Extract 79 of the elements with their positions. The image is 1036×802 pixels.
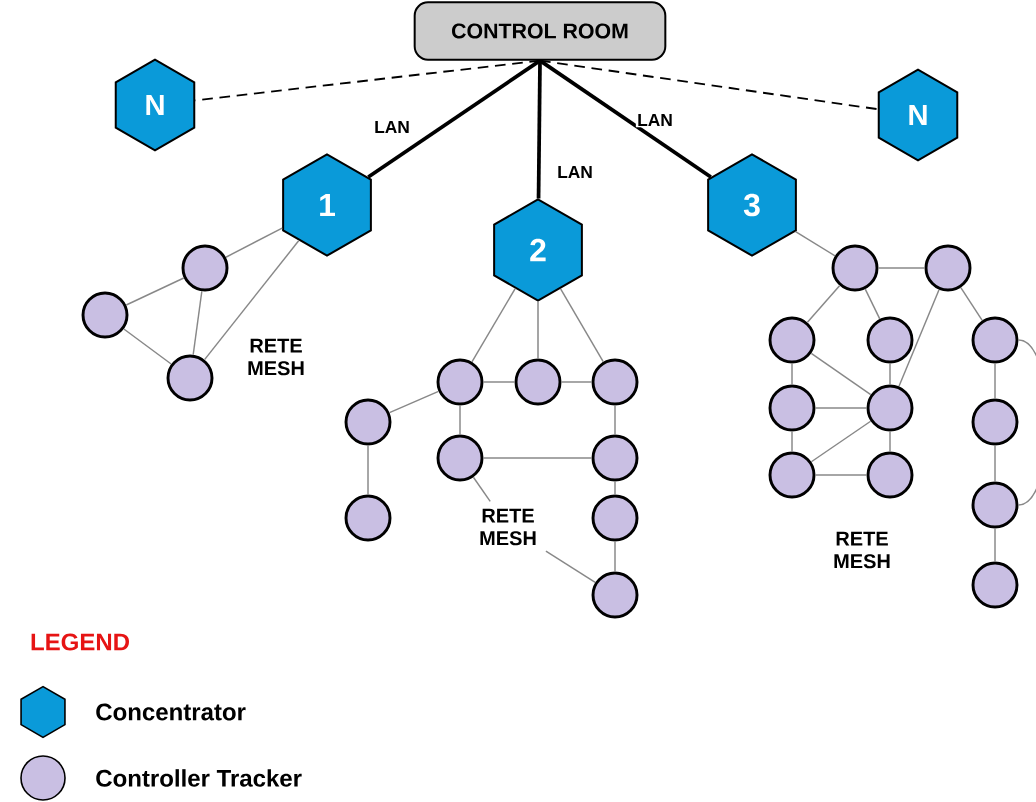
circle-node bbox=[181, 244, 229, 292]
edge-label: LAN bbox=[638, 114, 672, 126]
connection-line bbox=[225, 227, 283, 258]
connection-line bbox=[1017, 339, 1036, 506]
connection-line bbox=[367, 444, 369, 496]
legend-text: Concentrator bbox=[96, 703, 246, 721]
circle-node bbox=[514, 358, 562, 406]
connection-line bbox=[889, 362, 891, 386]
connection-line bbox=[482, 381, 516, 383]
connection-line bbox=[192, 290, 203, 356]
circle-node bbox=[924, 244, 972, 292]
circle-node bbox=[166, 354, 214, 402]
connection-line bbox=[459, 404, 461, 436]
circle-node bbox=[971, 316, 1019, 364]
circle-node bbox=[436, 358, 484, 406]
connection-line bbox=[388, 390, 440, 414]
circle-node bbox=[831, 244, 879, 292]
connection-line bbox=[994, 444, 996, 483]
connection-line bbox=[994, 362, 996, 400]
connection-line bbox=[614, 480, 616, 496]
circle-node bbox=[866, 384, 914, 432]
circle-node bbox=[591, 358, 639, 406]
connection-line bbox=[864, 288, 881, 320]
connection-line bbox=[889, 430, 891, 453]
mesh-label: RETE MESH bbox=[248, 338, 304, 376]
connection-line bbox=[814, 407, 868, 409]
circle-node bbox=[866, 316, 914, 364]
connection-line bbox=[806, 284, 841, 324]
connection-line bbox=[877, 267, 926, 269]
connection-line bbox=[810, 420, 872, 463]
mesh-label: RETE MESH bbox=[834, 531, 890, 569]
circle-node bbox=[971, 398, 1019, 446]
control-room-box: CONTROL ROOM bbox=[413, 1, 667, 61]
connection-line bbox=[791, 362, 793, 386]
leader-line bbox=[472, 476, 491, 503]
circle-node bbox=[591, 494, 639, 542]
connection-line bbox=[960, 286, 983, 322]
circle-node bbox=[591, 571, 639, 619]
circle-node bbox=[768, 384, 816, 432]
connection-line bbox=[559, 288, 604, 363]
circle-node bbox=[768, 451, 816, 499]
hexagon-node: 1 bbox=[282, 153, 372, 257]
connection-line bbox=[791, 430, 793, 453]
connection-line bbox=[898, 288, 940, 388]
edge-label: LAN bbox=[375, 121, 409, 133]
circle-node bbox=[436, 434, 484, 482]
connection-line bbox=[794, 230, 836, 257]
hexagon-node: N bbox=[114, 58, 196, 152]
connection-line bbox=[125, 277, 185, 306]
connection-line bbox=[123, 328, 172, 365]
legend-text: Controller Tracker bbox=[96, 769, 302, 787]
circle-node bbox=[344, 494, 392, 542]
connection-line bbox=[614, 404, 616, 436]
circle-node bbox=[81, 291, 129, 339]
hexagon-node: 3 bbox=[707, 153, 797, 257]
circle-node bbox=[591, 434, 639, 482]
connection-line bbox=[471, 287, 516, 363]
connection-line bbox=[203, 239, 300, 361]
legend-title: LEGEND bbox=[31, 633, 129, 651]
connection-line bbox=[536, 60, 542, 199]
hexagon-node: 2 bbox=[493, 198, 583, 302]
hexagon-node: N bbox=[877, 68, 959, 162]
mesh-label: RETE MESH bbox=[480, 508, 536, 546]
leader-line bbox=[545, 550, 596, 584]
circle-node bbox=[344, 398, 392, 446]
circle-node bbox=[971, 481, 1019, 529]
connection-line bbox=[814, 474, 868, 476]
connection-line bbox=[614, 540, 616, 573]
circle-node bbox=[866, 451, 914, 499]
connection-line bbox=[537, 301, 539, 360]
edge-label: LAN bbox=[558, 166, 592, 178]
circle-node bbox=[971, 561, 1019, 609]
connection-line bbox=[560, 381, 593, 383]
connection-line bbox=[810, 352, 872, 396]
connection-line bbox=[994, 527, 996, 563]
connection-line bbox=[367, 59, 542, 179]
connection-line bbox=[538, 59, 712, 179]
connection-line bbox=[482, 457, 593, 459]
circle-node bbox=[768, 316, 816, 364]
